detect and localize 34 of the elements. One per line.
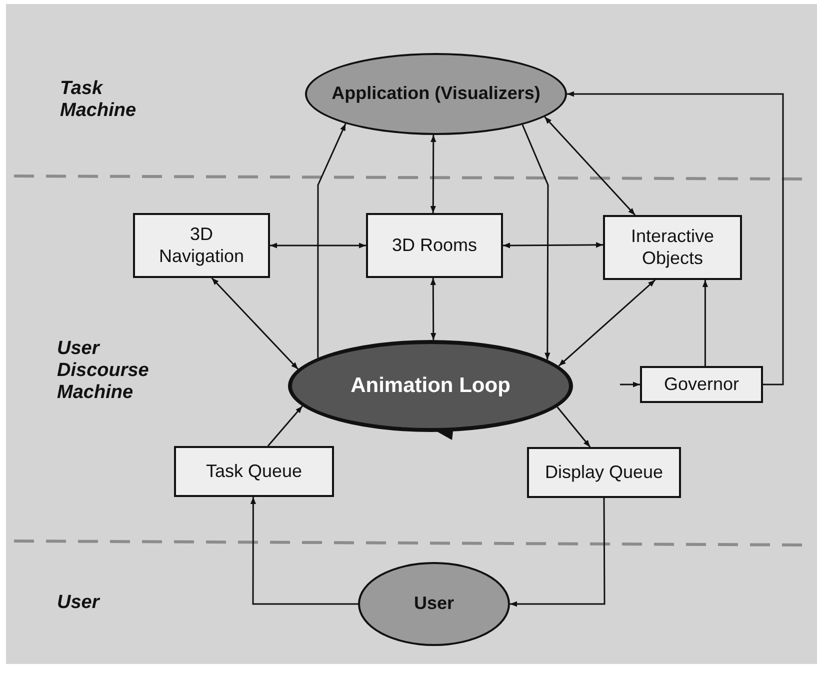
node-label: 3D Rooms — [390, 234, 478, 256]
process-box — [640, 366, 763, 403]
arrow — [430, 135, 436, 213]
process-box — [174, 446, 334, 497]
layer-label: User Discourse Machine — [57, 338, 150, 404]
node-label: Task Queue — [204, 460, 304, 482]
arrow — [567, 91, 784, 386]
process-box — [366, 213, 503, 278]
node-label: Display Queue — [544, 462, 664, 484]
arrow — [702, 280, 708, 366]
arrow — [510, 498, 606, 607]
node-label: User — [414, 593, 454, 615]
arrow — [250, 497, 358, 605]
arrow — [544, 116, 636, 216]
node-label: 3D Navigation — [158, 224, 246, 268]
arrow — [556, 406, 591, 448]
arrow — [317, 123, 346, 358]
arrow — [267, 406, 303, 446]
arrow — [503, 242, 603, 248]
arrow — [430, 278, 436, 340]
node-label: Application (Visualizers) — [332, 83, 540, 105]
process-box — [527, 447, 681, 498]
layer-label: Task Machine — [60, 78, 138, 122]
node-label: Animation Loop — [350, 373, 510, 399]
arrow — [522, 124, 550, 360]
process-box — [603, 215, 742, 280]
arrow — [211, 277, 299, 370]
node-label: Governor — [662, 374, 740, 396]
arrow — [270, 242, 366, 248]
arrow — [620, 382, 640, 388]
arrow — [558, 279, 656, 366]
node-label: Interactive Objects — [630, 226, 716, 270]
layer-label: User — [57, 592, 101, 614]
process-box — [133, 213, 270, 278]
